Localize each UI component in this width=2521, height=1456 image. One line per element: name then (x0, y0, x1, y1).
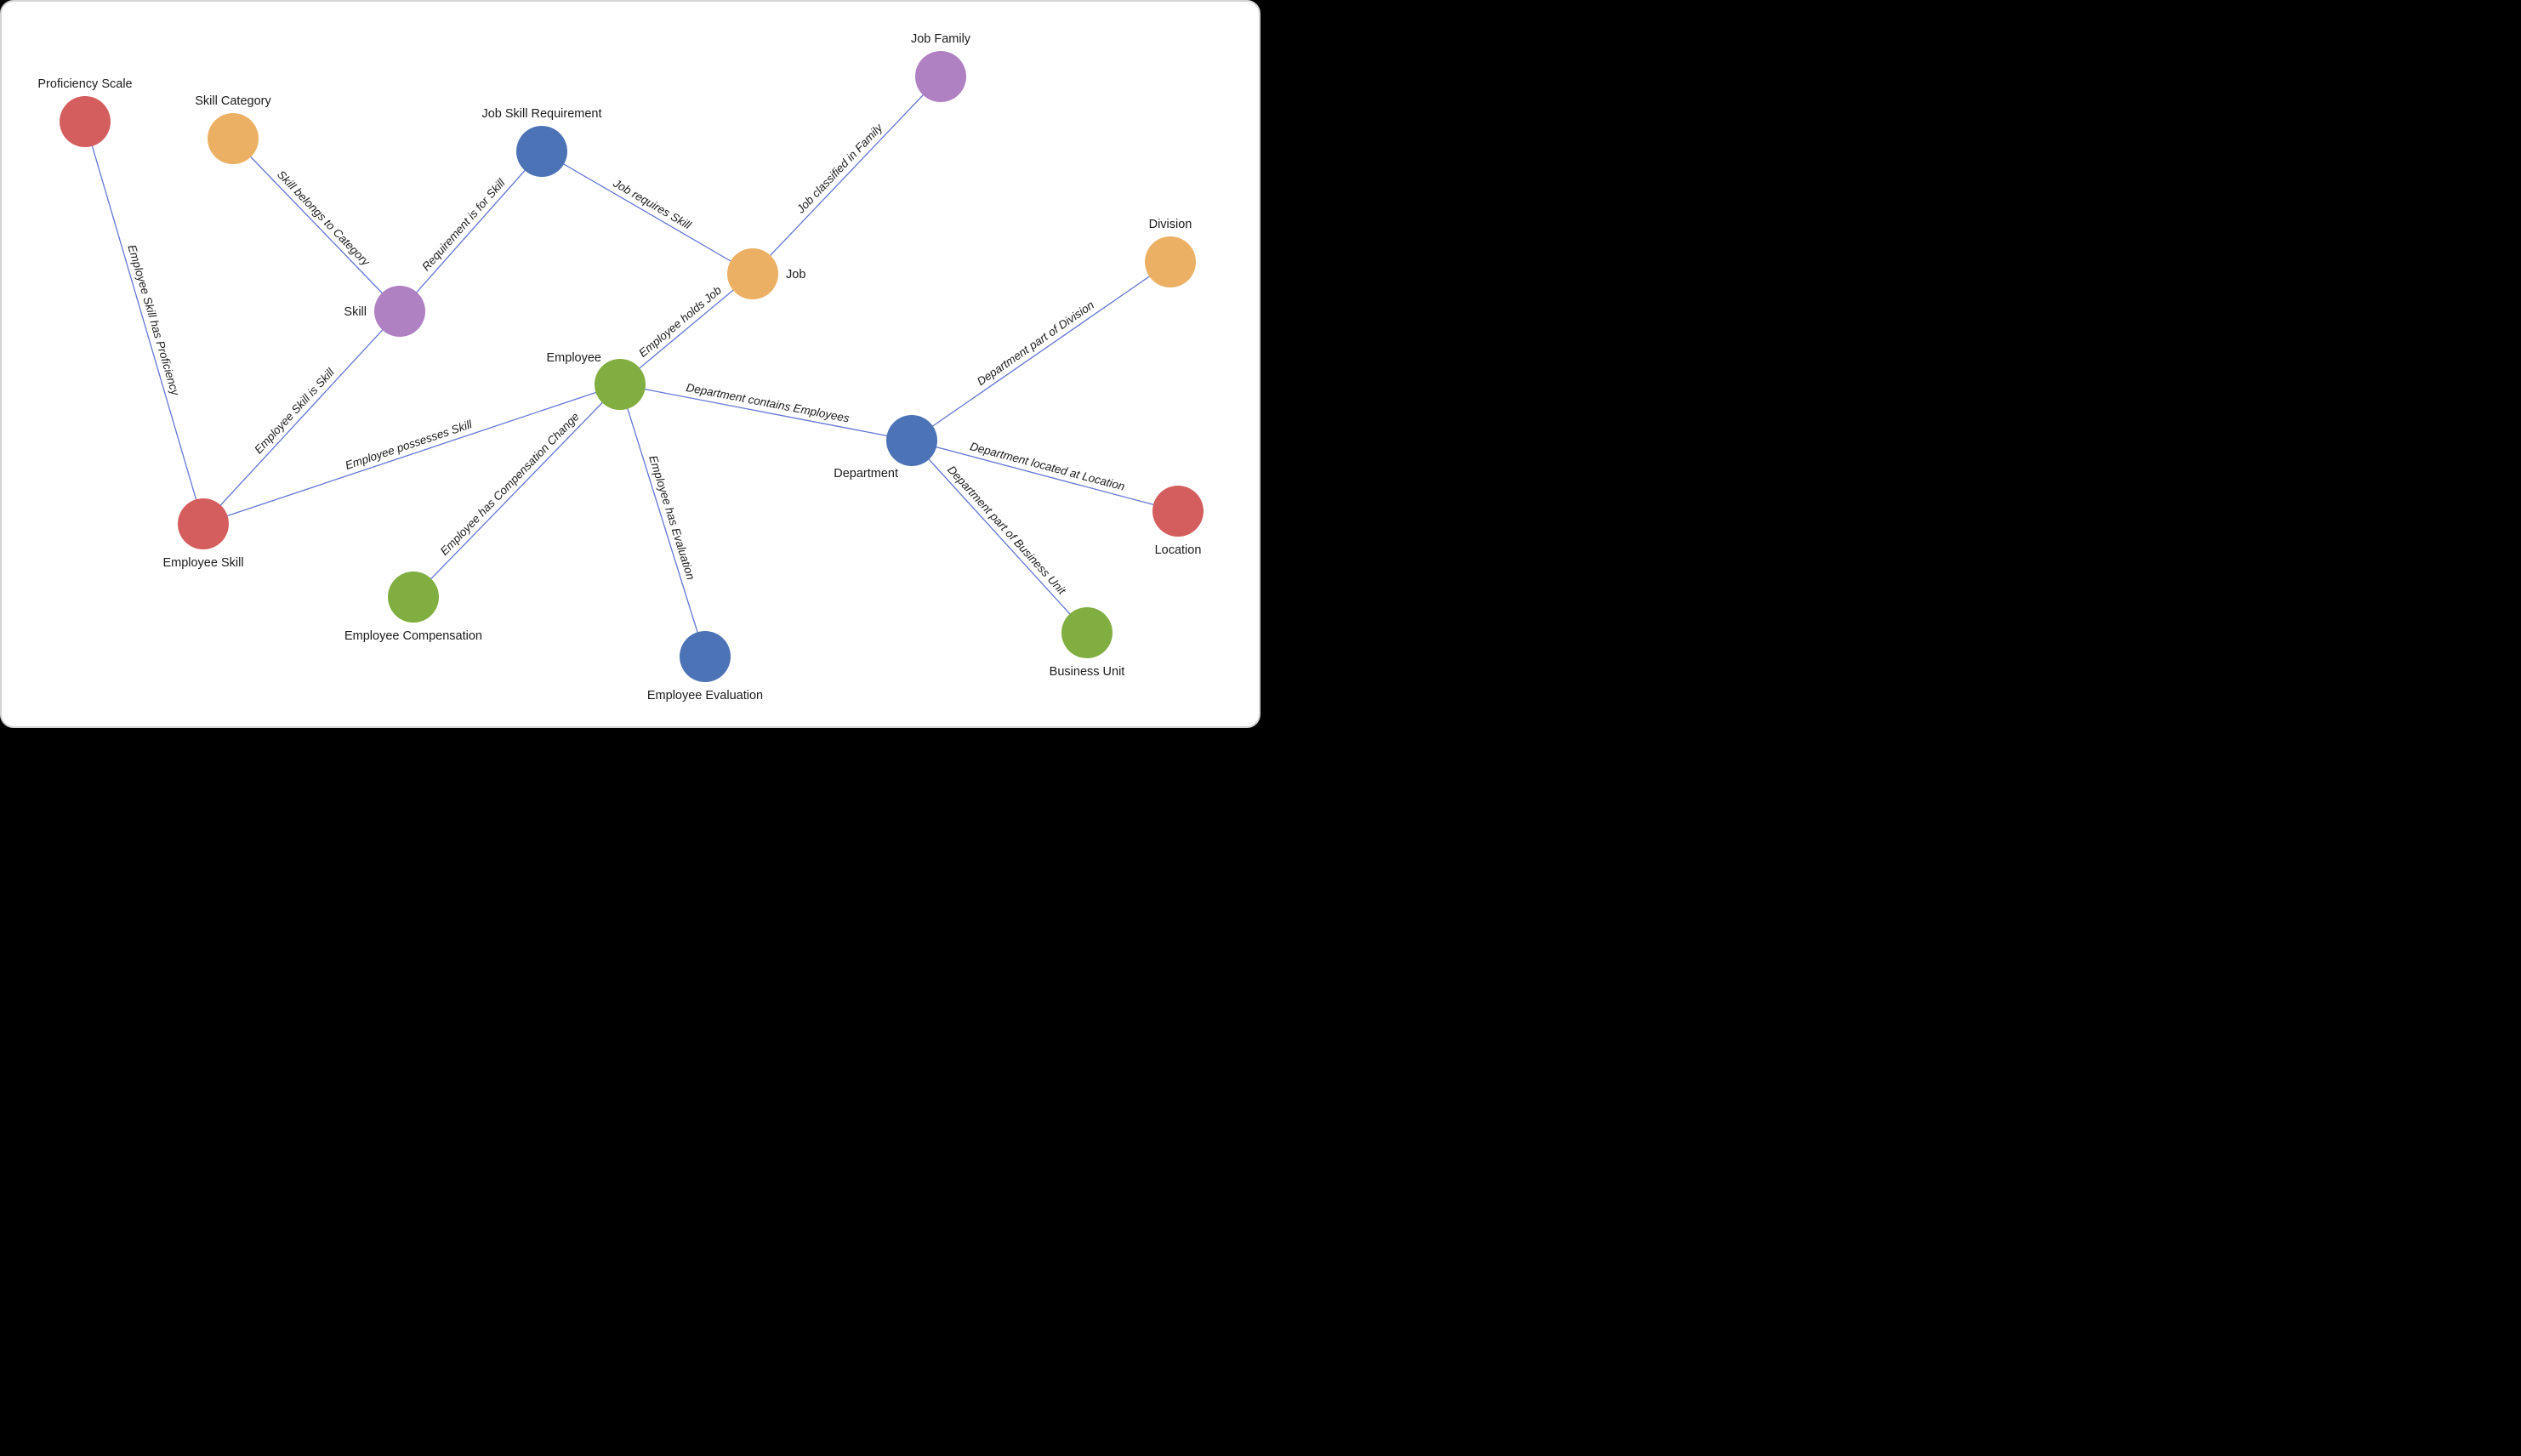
node-label-proficiency-scale: Proficiency Scale (37, 77, 132, 91)
diagram-canvas[interactable]: Employee Skill has Proficiency Skill belo… (0, 0, 1260, 728)
node-business-unit[interactable] (1061, 607, 1113, 658)
edge-employee-skill--skill (202, 310, 401, 525)
node-skill-category[interactable] (208, 113, 259, 164)
node-division[interactable] (1145, 236, 1196, 287)
edge-employee--employee-compensation (413, 384, 621, 598)
node-label-job: Job (786, 268, 805, 282)
edge-label-proficiency-scale--employee-skill: Employee Skill has Proficiency (125, 243, 182, 398)
node-label-skill-category: Skill Category (195, 94, 271, 108)
node-employee-evaluation[interactable] (680, 631, 731, 682)
edge-proficiency-scale--employee-skill (84, 121, 204, 525)
edge-job-skill-requirement--skill (399, 151, 543, 312)
node-skill[interactable] (374, 286, 425, 337)
node-job-skill-requirement[interactable] (516, 126, 567, 177)
edge-department--business-unit (911, 440, 1088, 634)
node-employee[interactable] (595, 359, 646, 410)
edge-label-skill-category--skill: Skill belongs to Category (275, 168, 373, 270)
node-label-job-family: Job Family (911, 32, 971, 46)
edge-label-job-skill-requirement--job: Job requires Skill (611, 176, 694, 232)
node-job-family[interactable] (915, 51, 966, 102)
node-proficiency-scale[interactable] (60, 96, 111, 147)
node-label-business-unit: Business Unit (1050, 665, 1125, 679)
node-label-employee-compensation: Employee Compensation (344, 629, 482, 643)
edge-label-employee--department: Department contains Employees (685, 381, 851, 425)
edge-label-department--location: Department located at Location (969, 440, 1126, 493)
node-label-employee-skill: Employee Skill (162, 556, 243, 570)
edge-employee-skill--employee (202, 384, 621, 525)
edge-department--division (911, 261, 1171, 441)
diagram-stage: Employee Skill has Proficiency Skill belo… (0, 0, 1260, 728)
entity-relationship-graph[interactable]: Employee Skill has Proficiency Skill belo… (2, 2, 1260, 728)
edge-employee--employee-evaluation (619, 384, 706, 657)
edge-label-employee--employee-evaluation: Employee has Evaluation (646, 454, 697, 582)
edge-label-employee-skill--skill: Employee Skill is Skill (252, 365, 337, 456)
node-department[interactable] (886, 415, 937, 466)
edge-employee--job (619, 273, 754, 385)
node-label-job-skill-requirement: Job Skill Requirement (481, 107, 601, 121)
node-employee-compensation[interactable] (388, 572, 439, 623)
edge-department--location (911, 440, 1179, 512)
edge-skill-category--skill (232, 138, 401, 312)
edge-label-department--division: Department part of Division (975, 299, 1096, 388)
edge-label-job-skill-requirement--skill: Requirement is for Skill (419, 176, 508, 273)
node-label-skill: Skill (344, 305, 367, 319)
node-label-department: Department (834, 467, 898, 481)
edge-label-employee--job: Employee holds Job (636, 283, 724, 360)
edge-employee--department (619, 384, 913, 441)
node-location[interactable] (1152, 486, 1204, 537)
node-label-division: Division (1149, 218, 1192, 231)
node-job[interactable] (727, 248, 778, 299)
edge-job-skill-requirement--job (541, 151, 754, 275)
node-employee-skill[interactable] (178, 498, 229, 549)
edge-label-department--business-unit: Department part of Business Unit (945, 464, 1069, 598)
edge-label-employee-skill--employee: Employee possesses Skill (344, 418, 475, 472)
node-label-location: Location (1155, 543, 1202, 557)
node-label-employee: Employee (547, 351, 601, 365)
edge-label-job--job-family: Job classified in Family (794, 121, 885, 216)
edge-job--job-family (752, 76, 942, 275)
node-label-employee-evaluation: Employee Evaluation (647, 689, 763, 702)
